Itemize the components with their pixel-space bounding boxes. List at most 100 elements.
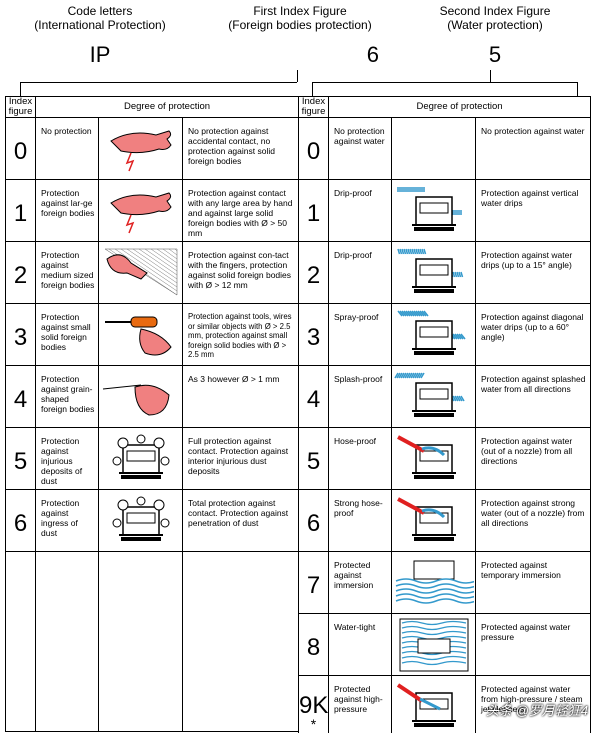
protection-label: Protection against small solid foreign b… (35, 303, 99, 366)
right-col-index: Index figure (298, 96, 329, 118)
protection-description: Protected against temporary immersion (475, 551, 591, 614)
protection-description: Protection against vertical water drips (475, 179, 591, 242)
protection-description: Total protection against contact. Protec… (182, 489, 299, 552)
dust-box-icon (101, 431, 180, 487)
protection-label: Protected against high-pressure (328, 675, 392, 733)
first-index-subtitle: (Foreign bodies protection) (228, 18, 372, 32)
hose-icon (394, 493, 473, 549)
drip-icon (394, 183, 473, 239)
second-index-bracket-tick (490, 70, 491, 82)
protection-picture (391, 551, 476, 614)
protection-picture (391, 489, 476, 552)
code-letters-title: Code letters (67, 4, 133, 18)
protection-picture (98, 179, 183, 242)
index-figure: 0 (298, 117, 329, 180)
hose-icon (394, 431, 473, 487)
protection-picture (391, 303, 476, 366)
screwdriver-icon (101, 307, 180, 363)
index-figure: 2 (5, 241, 36, 304)
protection-description: Protected against water pressure (475, 613, 591, 676)
dust-box-icon (101, 493, 180, 549)
index-number: 2 (13, 261, 28, 289)
first-index-header: First Index Figure (Foreign bodies prote… (215, 4, 385, 67)
index-figure: 4 (298, 365, 329, 428)
index-figure: 6 (5, 489, 36, 552)
index-number: 6 (306, 509, 321, 537)
protection-picture (391, 117, 476, 180)
protection-label: No protection against water (328, 117, 392, 180)
hand-icon (101, 183, 180, 239)
protection-label: Protection against ingress of dust (35, 489, 99, 552)
protection-label: Spray-proof (328, 303, 392, 366)
index-figure: 3 (5, 303, 36, 366)
first-index-value: 6 (366, 42, 379, 67)
index-number: 0 (306, 137, 321, 165)
protection-description: Protection against diagonal water drips … (475, 303, 591, 366)
protection-label: Hose-proof (328, 427, 392, 490)
index-figure: 1 (298, 179, 329, 242)
index-figure: 1 (5, 179, 36, 242)
protection-label: Splash-proof (328, 365, 392, 428)
watermark: 头条 @罗月轻狂4 (485, 703, 588, 718)
left-empty-row (5, 551, 299, 732)
index-number: 5 (13, 447, 28, 475)
left-col-index: Index figure (5, 96, 36, 118)
spray-icon (394, 307, 473, 363)
blank-picture (394, 121, 473, 177)
index-number: 3 (13, 323, 28, 351)
submersion-icon (394, 617, 473, 673)
first-index-bracket-tick (297, 70, 298, 82)
first-index-title: First Index Figure (253, 4, 347, 18)
index-figure: 3 (298, 303, 329, 366)
index-number: 2 (306, 261, 321, 289)
index-star: * (310, 715, 317, 732)
index-figure: 9K* (298, 675, 329, 733)
protection-description: Protection against con-tact with the fin… (182, 241, 299, 304)
protection-picture (98, 489, 183, 552)
splash-icon (394, 369, 473, 425)
drip-angle-icon (394, 245, 473, 301)
protection-label: Drip-proof (328, 179, 392, 242)
protection-picture (98, 427, 183, 490)
second-index-title: Second Index Figure (439, 4, 551, 18)
index-number: 8 (306, 633, 321, 661)
index-figure: 5 (5, 427, 36, 490)
protection-label: Drip-proof (328, 241, 392, 304)
index-number: 4 (13, 385, 28, 413)
protection-description: No protection against water (475, 117, 591, 180)
index-figure: 6 (298, 489, 329, 552)
index-number: 5 (306, 447, 321, 475)
code-letters-header: Code letters (International Protection) … (20, 4, 180, 66)
protection-picture (98, 117, 183, 180)
protection-description: Full protection against contact. Protect… (182, 427, 299, 490)
index-figure: 4 (5, 365, 36, 428)
protection-label: Water-tight (328, 613, 392, 676)
index-figure: 7 (298, 551, 329, 614)
code-letters-subtitle: (International Protection) (34, 18, 166, 32)
first-index-bracket (20, 82, 297, 96)
protection-picture (391, 241, 476, 304)
right-col-degree: Degree of protection (328, 96, 591, 118)
index-number: 6 (13, 509, 28, 537)
needle-icon (101, 369, 180, 425)
protection-description: Protection against water (out of a nozzl… (475, 427, 591, 490)
protection-picture (391, 365, 476, 428)
index-number: 7 (306, 571, 321, 599)
index-number: 1 (13, 199, 28, 227)
